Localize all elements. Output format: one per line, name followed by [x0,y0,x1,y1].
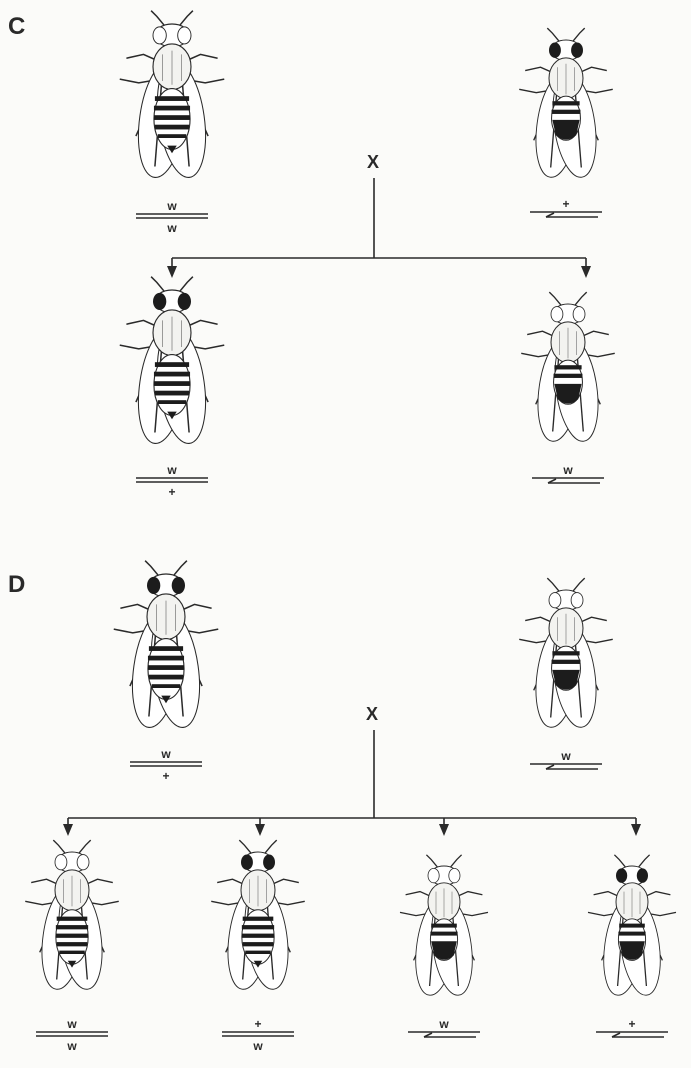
genotype-bottom-allele: + [168,485,175,499]
male-fly-white-eyed [519,578,613,730]
panel-d-cross-symbol: X [366,704,378,724]
female-fly-red-eyed [120,277,225,447]
genotype-top-allele: w [166,199,177,213]
genotype-top-allele: w [560,749,571,763]
genotype-top-allele: + [562,197,569,211]
male-fly-red-eyed [588,855,676,998]
genotype-label: + [596,1017,668,1037]
genotype-bottom-allele: w [66,1039,77,1053]
genotype-label: + [530,197,602,217]
genotype-label: ww [136,199,208,235]
genotype-top-allele: w [166,463,177,477]
fly-figures [25,11,676,998]
panel-d-cross-lines [63,730,641,836]
female-fly-white-eyed [120,11,225,181]
genotype-label: w [532,463,604,483]
panel-c-cross-lines [167,178,591,278]
genotype-top-allele: w [66,1017,77,1031]
genotype-bottom-allele: w [166,221,177,235]
panel-c-cross-symbol: X [367,152,379,172]
panel-c-label: C [8,13,25,40]
genotype-label: w+ [136,463,208,499]
panel-d-label: D [8,571,25,598]
male-fly-white-eyed [521,292,615,444]
genotype-top-allele: + [628,1017,635,1031]
genotype-label: w [408,1017,480,1037]
genotype-top-allele: w [160,747,171,761]
female-fly-red-eyed [114,561,219,731]
female-fly-red-eyed [211,840,305,992]
genotype-label: w+ [130,747,202,783]
male-fly-white-eyed [400,855,488,998]
genotype-label: w [530,749,602,769]
female-fly-white-eyed [25,840,119,992]
genotype-top-allele: w [562,463,573,477]
genotype-bottom-allele: w [252,1039,263,1053]
genotype-label: +w [222,1017,294,1053]
genotype-bottom-allele: + [162,769,169,783]
genotype-top-allele: + [254,1017,261,1031]
genotype-top-allele: w [438,1017,449,1031]
genotype-label: ww [36,1017,108,1053]
male-fly-red-eyed [519,28,613,180]
